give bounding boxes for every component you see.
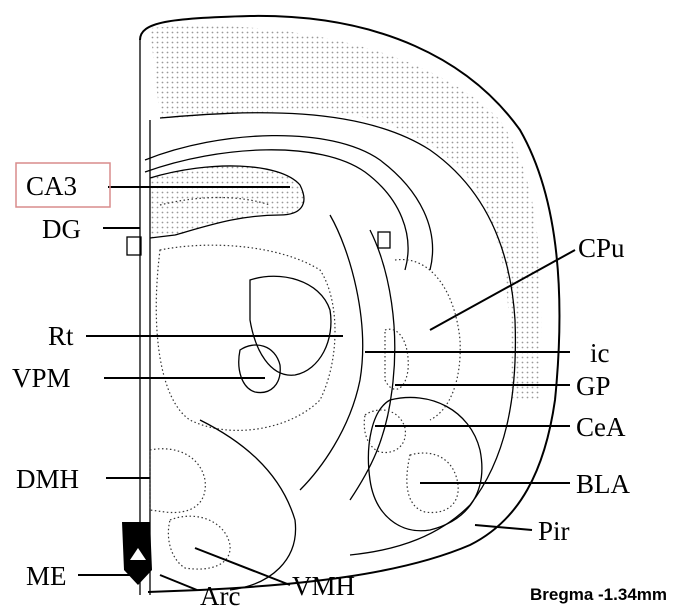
- label-ca3: CA3: [26, 171, 77, 201]
- label-pir: Pir: [538, 516, 570, 546]
- thalamus-region: [156, 245, 335, 430]
- label-rt: Rt: [48, 321, 74, 351]
- label-arc: Arc: [200, 581, 240, 611]
- label-me: ME: [26, 561, 67, 591]
- label-cpu: CPu: [578, 233, 625, 263]
- label-cea: CeA: [576, 412, 626, 442]
- striatum-dots: [395, 260, 460, 420]
- gp-region: [385, 329, 408, 389]
- bregma-caption: Bregma -1.34mm: [530, 585, 667, 604]
- leader-vmh: [195, 548, 290, 585]
- label-ic: ic: [590, 338, 610, 368]
- ventricle-right: [378, 232, 390, 248]
- internal-capsule: [300, 215, 363, 490]
- rt-region: [250, 276, 331, 375]
- ventricle-left: [127, 237, 141, 255]
- label-dg: DG: [42, 214, 81, 244]
- amygdala-outline: [368, 397, 481, 530]
- cea-region: [364, 410, 405, 453]
- label-vpm: VPM: [12, 363, 71, 393]
- label-vmh: VMH: [292, 571, 355, 601]
- label-bla: BLA: [576, 469, 631, 499]
- dmh-region: [150, 449, 205, 513]
- leader-arc: [160, 575, 197, 590]
- internal-capsule-2: [350, 230, 395, 500]
- leader-pir: [475, 525, 532, 530]
- label-dmh: DMH: [16, 464, 79, 494]
- hypothalamus-contour: [200, 420, 296, 590]
- vmh-region: [168, 516, 230, 569]
- label-gp: GP: [576, 371, 611, 401]
